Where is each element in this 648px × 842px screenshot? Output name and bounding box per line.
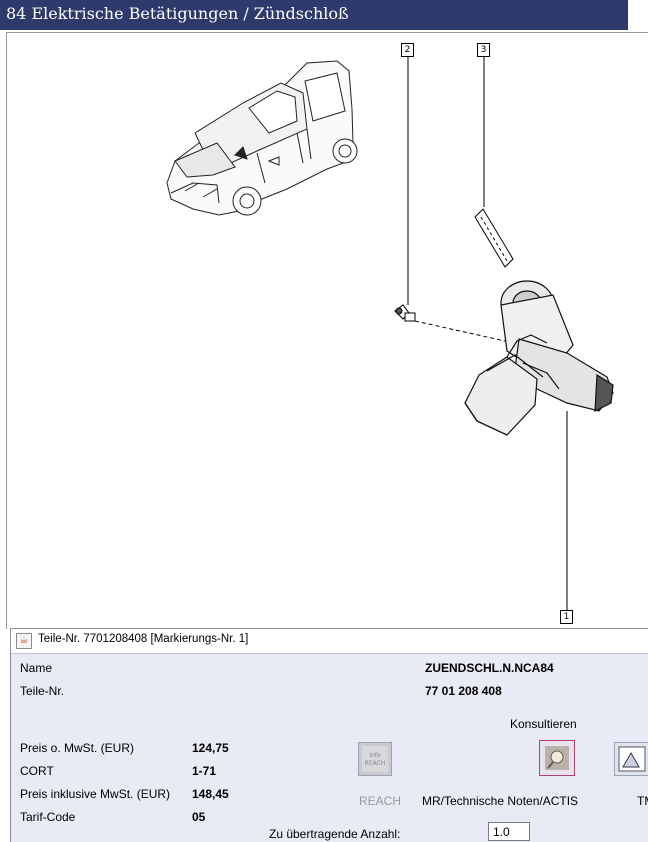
callout-1[interactable]: 1 xyxy=(560,610,573,624)
mr-notes-label: MR/Technische Noten/ACTIS xyxy=(422,794,579,808)
dialog-title: Teile-Nr. 7701208408 [Markierungs-Nr. 1] xyxy=(38,633,249,645)
window-titlebar: 84 Elektrische Betätigungen / Zündschloß xyxy=(0,0,648,30)
name-label: Name xyxy=(20,661,53,675)
document-magnifier-icon xyxy=(545,746,569,770)
tarif-value: 05 xyxy=(192,810,206,824)
window-title: 84 Elektrische Betätigungen / Zündschloß xyxy=(6,4,349,23)
consult-label: Konsultieren xyxy=(510,717,577,731)
name-value: ZUENDSCHL.N.NCA84 xyxy=(425,661,554,675)
titlebar-edge xyxy=(628,0,648,30)
part-number-value: 77 01 208 408 xyxy=(425,684,502,698)
price-ex-label: Preis o. MwSt. (EUR) xyxy=(20,741,135,755)
ignition-lock-part xyxy=(464,280,614,436)
cort-value: 1-71 xyxy=(192,764,217,778)
car-illustration xyxy=(166,60,358,216)
diagram-drawing xyxy=(166,57,614,611)
quantity-label: Zu übertragende Anzahl: xyxy=(269,827,401,841)
quantity-input[interactable]: 1.0 xyxy=(488,822,530,841)
screw-part xyxy=(394,304,416,322)
tool-chart-icon xyxy=(618,746,646,772)
tm-label: TM xyxy=(637,794,648,808)
cort-label: CORT xyxy=(20,764,54,778)
reach-icon: Info REACH xyxy=(362,746,388,772)
reach-label: REACH xyxy=(359,794,402,808)
mr-notes-button[interactable] xyxy=(539,740,575,776)
price-inc-label: Preis inklusive MwSt. (EUR) xyxy=(20,787,171,801)
key-part xyxy=(474,208,514,268)
reach-button[interactable]: Info REACH xyxy=(358,742,392,776)
dialog-titlebar: ☕ Teile-Nr. 7701208408 [Markierungs-Nr. … xyxy=(11,629,648,654)
dialog-body: Name ZUENDSCHL.N.NCA84 Teile-Nr. 77 01 2… xyxy=(11,654,648,842)
java-icon: ☕ xyxy=(16,633,32,649)
callout-2[interactable]: 2 xyxy=(401,43,414,57)
parts-diagram: 2 3 1 xyxy=(6,32,648,629)
part-number-label: Teile-Nr. xyxy=(20,684,65,698)
price-ex-value: 124,75 xyxy=(192,741,229,755)
tarif-label: Tarif-Code xyxy=(20,810,76,824)
tm-button[interactable] xyxy=(614,742,648,776)
part-info-dialog: ☕ Teile-Nr. 7701208408 [Markierungs-Nr. … xyxy=(10,628,648,842)
callout-3[interactable]: 3 xyxy=(477,43,490,57)
price-inc-value: 148,45 xyxy=(192,787,229,801)
